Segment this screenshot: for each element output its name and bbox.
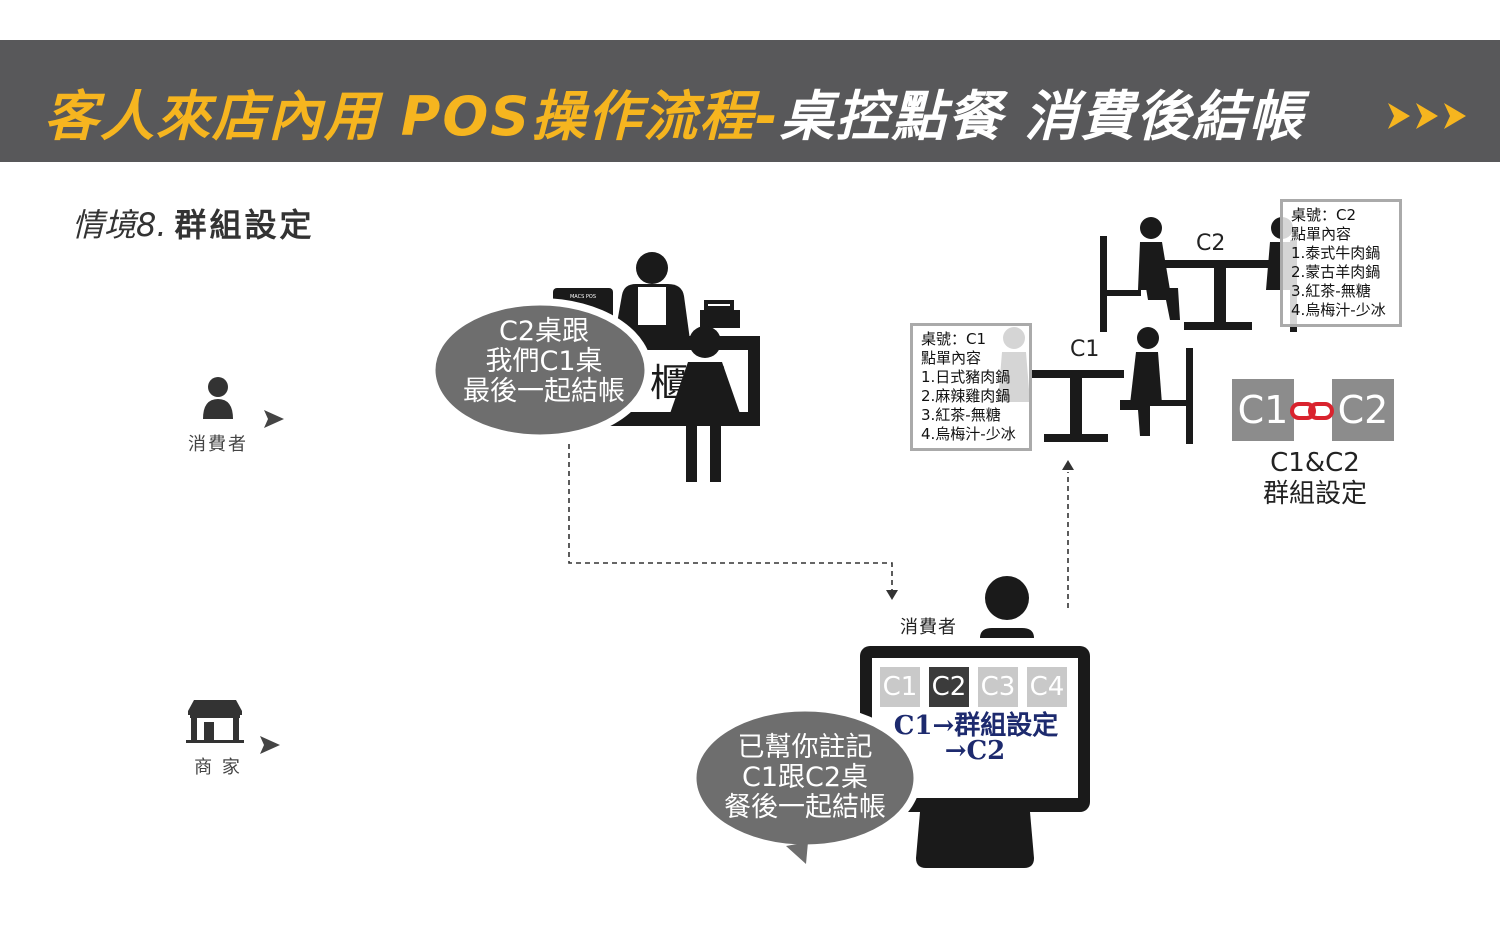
consumer-at-terminal xyxy=(980,576,1034,638)
group-link-c2: C2 xyxy=(1332,379,1394,441)
order-line: 2.麻辣雞肉鍋 xyxy=(921,387,1011,405)
title-part1: 客人來店內用 POS操作流程- xyxy=(44,85,780,148)
cashier-figure xyxy=(614,252,690,340)
screen-line-2: →C2 xyxy=(944,736,1006,766)
order-line: 3.紅茶-無糖 xyxy=(921,406,1001,424)
tab-c2[interactable]: C2 xyxy=(929,667,969,707)
bubble-2-line: C1跟C2桌 xyxy=(741,762,869,793)
bubble-2-text: 已幫你註記 C1跟C2桌 餐後一起結帳 xyxy=(705,733,905,823)
group-link-c1: C1 xyxy=(1232,379,1294,441)
order-card-c2: 桌號：C2 點單內容 1.泰式牛肉鍋 2.蒙古羊肉鍋 3.紅茶-無糖 4.烏梅汁… xyxy=(1280,199,1402,327)
order-line: 1.日式豬肉鍋 xyxy=(921,368,1011,386)
screen-line-1: C1→群組設定 xyxy=(893,711,1059,741)
chevron-right-icon xyxy=(260,736,280,754)
printer-icon xyxy=(700,300,740,328)
group-caption-line: 群組設定 xyxy=(1262,479,1367,509)
bubble-2-line: 已幫你註記 xyxy=(737,732,873,763)
order-line: 1.泰式牛肉鍋 xyxy=(1291,244,1381,262)
link-icon xyxy=(1290,402,1334,420)
terminal-consumer-label: 消費者 xyxy=(900,617,957,638)
chevron-right-icon xyxy=(264,410,284,428)
bubble-2-line: 餐後一起結帳 xyxy=(724,792,886,823)
triple-chevron-right-icon xyxy=(1388,103,1466,129)
table-tag-c1: C1 xyxy=(1070,337,1100,362)
table-c2-scene xyxy=(1100,217,1297,332)
table-tag-c2: C2 xyxy=(1196,231,1226,256)
storefront-icon xyxy=(186,700,244,743)
order-line: 2.蒙古羊肉鍋 xyxy=(1291,263,1381,281)
order-line: 桌號：C1 xyxy=(921,330,987,348)
bubble-1-text: C2桌跟 我們C1桌 最後一起結帳 xyxy=(444,317,644,407)
speech-bubble-1 xyxy=(428,298,652,442)
arrow-up-icon xyxy=(1062,460,1074,470)
speech-bubble-2 xyxy=(689,704,921,868)
group-caption: C1&C2 群組設定 xyxy=(1230,448,1400,510)
scenario-number: 情境8. xyxy=(72,206,167,244)
bubble-1-line: 最後一起結帳 xyxy=(463,376,625,407)
order-line: 點單內容 xyxy=(921,349,982,367)
order-line: 點單內容 xyxy=(1291,225,1352,243)
customer-figure xyxy=(666,326,744,482)
order-line: 桌號：C2 xyxy=(1291,206,1357,224)
title-part2: 桌控點餐 消費後結帳 xyxy=(779,85,1305,148)
person-icon xyxy=(203,377,233,419)
tab-c3[interactable]: C3 xyxy=(978,667,1018,707)
tab-c4[interactable]: C4 xyxy=(1027,667,1067,707)
scenario-heading: 情境8.群組設定 xyxy=(72,200,315,246)
header-banner xyxy=(0,40,1500,162)
order-card-c1: 桌號：C1 點單內容 1.日式豬肉鍋 2.麻辣雞肉鍋 3.紅茶-無糖 4.烏梅汁… xyxy=(910,323,1032,451)
scenario-name: 群組設定 xyxy=(174,206,315,244)
role-consumer-label: 消費者 xyxy=(188,434,248,455)
order-line: 3.紅茶-無糖 xyxy=(1291,282,1371,300)
bubble-1-line: 我們C1桌 xyxy=(485,346,603,377)
role-merchant-label: 商 家 xyxy=(194,757,242,778)
order-line: 4.烏梅汁-少冰 xyxy=(1291,301,1386,319)
tab-c1[interactable]: C1 xyxy=(880,667,920,707)
svg-text:MACS POS: MACS POS xyxy=(570,294,596,300)
flow-connector xyxy=(568,444,1069,608)
order-line: 4.烏梅汁-少冰 xyxy=(921,425,1016,443)
bubble-1-line: C2桌跟 xyxy=(498,316,590,347)
page-title: 客人來店內用 POS操作流程-桌控點餐 消費後結帳 xyxy=(44,72,1304,151)
arrow-down-icon xyxy=(886,590,898,600)
group-caption-line: C1&C2 xyxy=(1270,448,1360,478)
